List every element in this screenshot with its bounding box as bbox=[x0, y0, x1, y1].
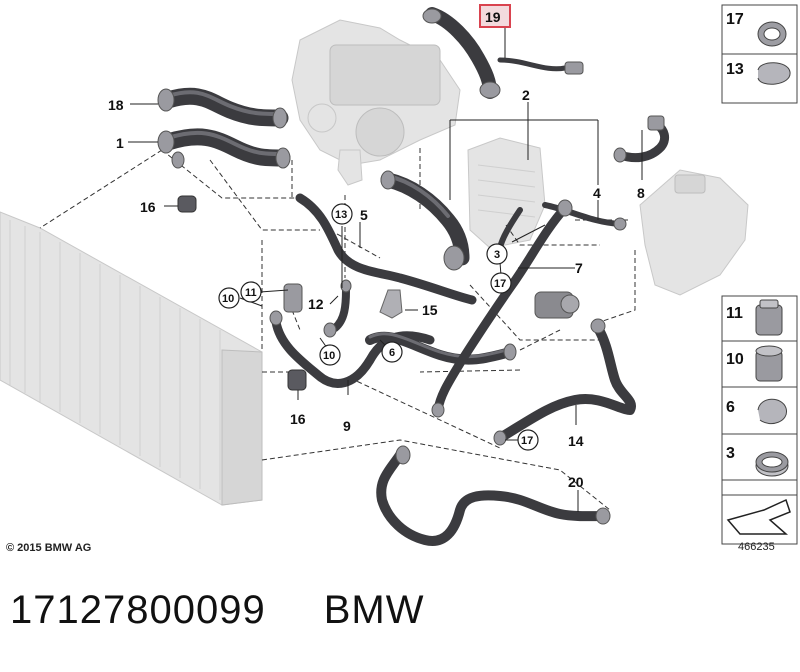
callout-16-upper: 16 bbox=[140, 199, 156, 215]
circled-6: 6 bbox=[389, 347, 395, 359]
reference-number: 466235 bbox=[738, 541, 775, 553]
circled-10-left: 10 bbox=[222, 293, 234, 305]
callout-20: 20 bbox=[568, 474, 584, 490]
callout-16-lower: 16 bbox=[290, 411, 306, 427]
side-panel: 17 13 11 10 6 3 bbox=[721, 4, 798, 545]
radiator bbox=[0, 211, 263, 506]
callout-7: 7 bbox=[575, 260, 583, 276]
callout-19: 19 bbox=[485, 9, 501, 25]
callout-12: 12 bbox=[308, 296, 324, 312]
circled-3: 3 bbox=[494, 249, 500, 261]
clip-6-icon bbox=[757, 398, 787, 424]
hoses bbox=[159, 7, 670, 546]
callout-5: 5 bbox=[360, 207, 368, 223]
callout-numbers: 18 1 16 2 4 8 5 7 12 15 16 9 14 20 bbox=[108, 87, 645, 490]
callout-1: 1 bbox=[116, 135, 124, 151]
circled-13: 13 bbox=[335, 209, 347, 221]
panel-3: 3 bbox=[726, 445, 735, 462]
band-clamp-icon bbox=[755, 451, 789, 477]
fittings bbox=[157, 8, 665, 525]
expansion-tank bbox=[639, 169, 749, 296]
panel-10: 10 bbox=[726, 351, 744, 368]
brand-name: BMW bbox=[323, 588, 425, 632]
callout-4: 4 bbox=[593, 185, 601, 201]
circled-11: 11 bbox=[245, 287, 257, 299]
callout-19-highlight: 19 bbox=[479, 4, 511, 28]
circled-17-upper: 17 bbox=[494, 278, 506, 290]
callout-8: 8 bbox=[637, 185, 645, 201]
callout-18: 18 bbox=[108, 97, 124, 113]
callout-15: 15 bbox=[422, 302, 438, 318]
copyright-notice: © 2015 BMW AG bbox=[6, 542, 92, 554]
hose-clamp-icon bbox=[757, 21, 787, 47]
continue-arrow-icon bbox=[726, 498, 791, 535]
circled-callouts: 13 3 17 10 11 10 6 17 bbox=[218, 203, 539, 451]
engine-assembly bbox=[291, 19, 461, 186]
panel-17: 17 bbox=[726, 11, 744, 28]
panel-6: 6 bbox=[726, 399, 735, 416]
callout-2: 2 bbox=[522, 87, 530, 103]
coupling-10-icon bbox=[755, 345, 783, 382]
part-number: 17127800099 bbox=[10, 588, 266, 632]
callout-14: 14 bbox=[568, 433, 584, 449]
aux-water-pump bbox=[534, 291, 580, 319]
callout-9: 9 bbox=[343, 418, 351, 434]
panel-13: 13 bbox=[726, 61, 744, 78]
heat-exchanger bbox=[467, 137, 546, 249]
panel-11: 11 bbox=[726, 305, 743, 322]
circled-17-lower: 17 bbox=[521, 435, 533, 447]
circled-10-lower: 10 bbox=[323, 350, 335, 362]
caption: 17127800099 BMW bbox=[10, 588, 482, 633]
coupling-11-icon bbox=[755, 299, 783, 336]
spring-clip-icon bbox=[757, 62, 791, 85]
